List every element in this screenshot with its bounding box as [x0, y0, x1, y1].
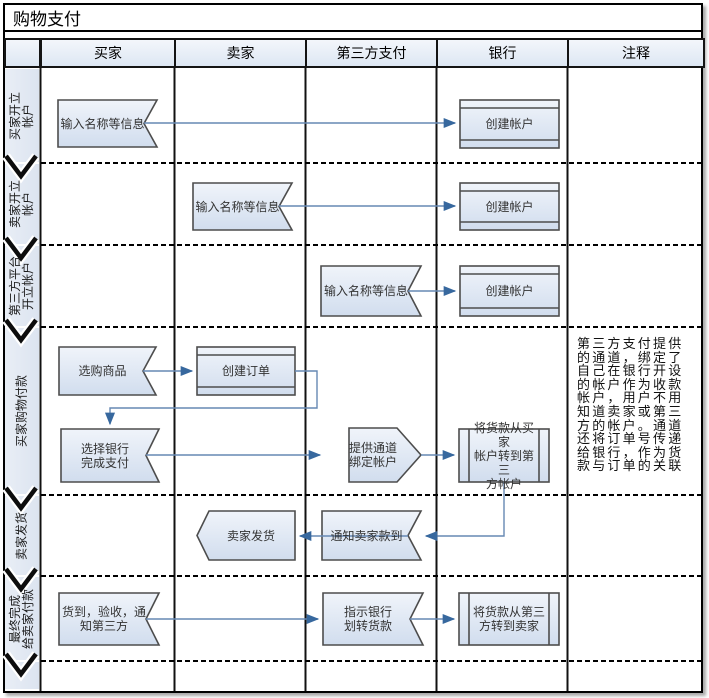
column-header-buyer: 买家: [40, 38, 176, 68]
node-buyer-select-goods: 选购商品: [78, 364, 127, 378]
node-thirdparty-instruct-bank: 指示银行 划转货款: [343, 605, 392, 633]
lane-label-text: 卖家开立 帐户: [8, 180, 35, 229]
column-header-bank: 银行: [436, 38, 569, 68]
node-buyer-receive-confirm: 货到，验收，通 知第三方: [61, 605, 146, 633]
lane-strip-buyer-purchase-payment: [5, 328, 39, 494]
lane-label-text: 卖家发货: [14, 511, 29, 560]
diagram-title: 购物支付: [13, 10, 81, 29]
title-bar: 购物支付: [3, 3, 703, 32]
lane-label-buyer-purchase-payment: 买家购物付款: [5, 327, 39, 495]
node-seller-create-order: 创建订单: [221, 364, 270, 378]
column-header-thirdparty: 第三方支付: [305, 38, 438, 68]
lane-label-seller-shipping: 卖家发货: [5, 495, 39, 576]
node-bank-create-account-2: 创建帐户: [485, 199, 534, 214]
lane-label-seller-open-account: 卖家开立 帐户: [5, 163, 39, 245]
node-buyer-choose-bank-pay: 选择银行 完成支付: [80, 441, 129, 470]
node-seller-ship: 卖家发货: [226, 528, 275, 543]
lane-label-text: 最终完成 给卖家付款: [8, 588, 35, 649]
node-thirdparty-notify-seller: 通知卖家款到: [330, 528, 403, 543]
lane-label-buyer-open-account: 买家开立 帐户: [5, 68, 39, 163]
node-buyer-enter-info: 输入名称等信息: [60, 116, 145, 131]
node-bank-create-account-3: 创建帐户: [485, 284, 534, 298]
lane-label-final-payment-to-seller: 最终完成 给卖家付款: [5, 576, 39, 661]
node-bank-transfer-buyer-to-third: 将货款从买家 帐户转到第三 方帐户: [473, 421, 534, 491]
lane-strip-empty: [5, 662, 39, 689]
lane-label-text: 买家开立 帐户: [8, 91, 35, 140]
column-header-notes: 注释: [567, 38, 705, 68]
node-bank-transfer-third-to-seller: 将货款从第三 方转到卖家: [472, 605, 545, 633]
node-bank-create-account-1: 创建帐户: [485, 117, 534, 131]
node-seller-enter-info: 输入名称等信息: [195, 199, 280, 214]
lane-strip-buyer-open-account: [5, 69, 39, 162]
column-header-lanes: [4, 38, 41, 68]
lane-label-thirdparty-open-account: 第三方平台 开立帐户: [5, 245, 39, 327]
notes-text: 第三方支付提供 的通道，绑定了 自己在银行开设 的帐户作为收款 帐户，用户不用 …: [577, 336, 684, 474]
lane-label-text: 买家购物付款: [14, 375, 29, 448]
column-header-seller: 卖家: [174, 38, 307, 68]
node-thirdparty-provide-channel: 提供通道 绑定帐户: [348, 441, 397, 469]
node-thirdparty-enter-info: 输入名称等信息: [323, 284, 408, 298]
lane-label-text: 第三方平台 开立帐户: [8, 256, 35, 317]
